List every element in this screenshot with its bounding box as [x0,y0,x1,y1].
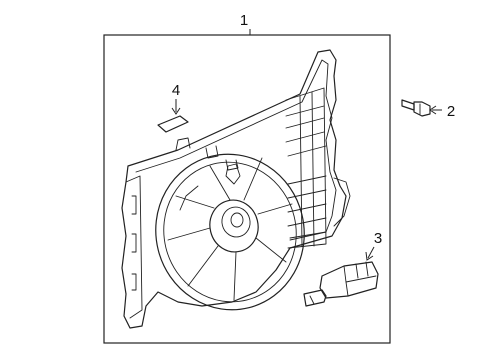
callout-number-1: 1 [240,12,248,29]
callout-number-2: 2 [447,103,455,120]
assembly-border [103,34,391,344]
callout-number-3: 3 [374,230,382,247]
callout-3-leader [367,246,375,259]
callout-3-arrowhead [365,251,374,261]
resistor-part [303,261,379,307]
callout-number-4: 4 [172,82,180,99]
callout-2-arrowhead [429,105,437,115]
callout-4-arrowhead [171,107,181,115]
fan-shroud-assembly [121,49,351,329]
bolt-part [401,99,431,117]
label-part [157,115,189,133]
